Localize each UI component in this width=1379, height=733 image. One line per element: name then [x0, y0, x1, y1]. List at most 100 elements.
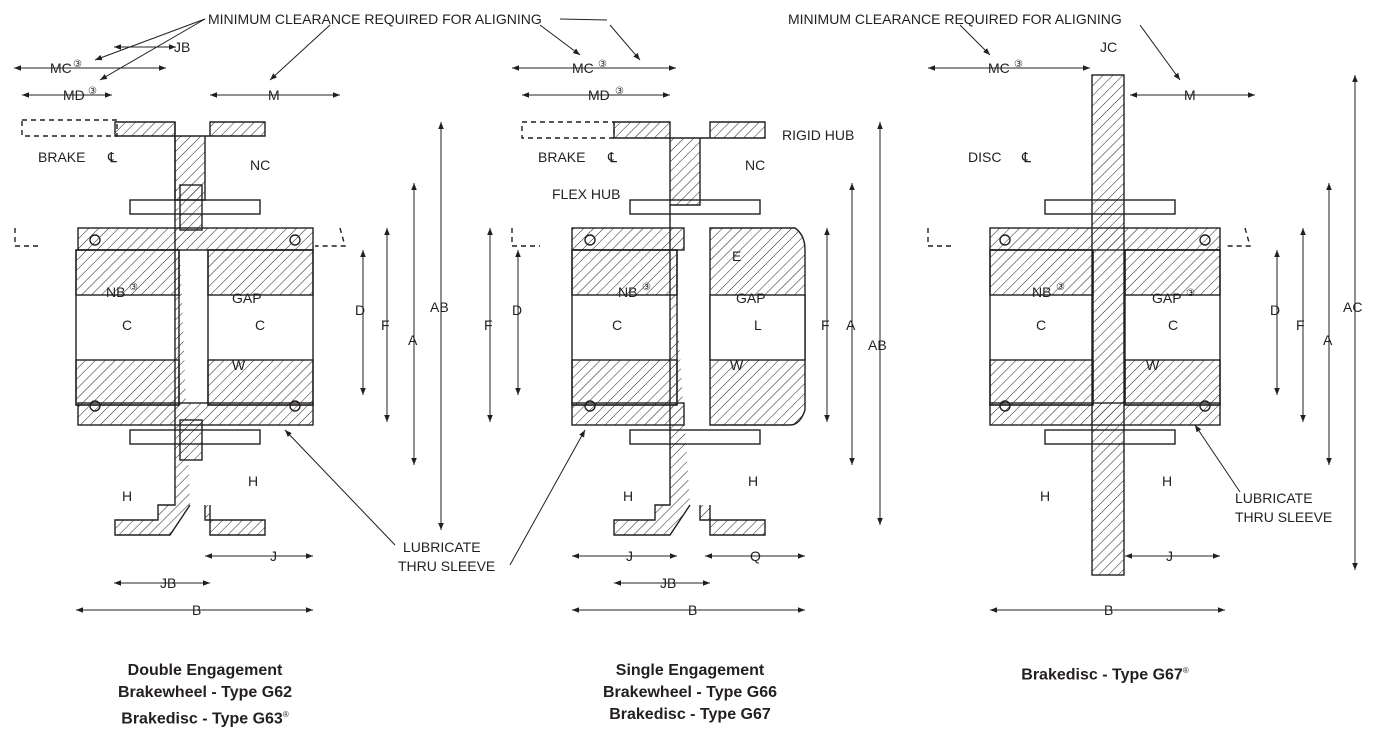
- dim-label: C: [122, 317, 132, 333]
- caption-line: Brakewheel - Type G66: [603, 684, 777, 701]
- dim-label: AB: [430, 299, 449, 315]
- dim-label: MC: [572, 60, 594, 76]
- min-clearance-label-left: MINIMUM CLEARANCE REQUIRED FOR ALIGNING: [208, 11, 542, 27]
- dim-label: MC: [988, 60, 1010, 76]
- caption-double-engagement: Double Engagement Brakewheel - Type G62 …: [55, 660, 355, 730]
- dim-label: JB: [174, 39, 190, 55]
- dim-label: J: [270, 548, 277, 564]
- dim-label: DISC: [968, 149, 1001, 165]
- caption-line: Brakedisc - Type G67®: [955, 660, 1255, 686]
- dim-label: C: [1168, 317, 1178, 333]
- caption-line: Brakedisc - Type G67: [609, 706, 771, 723]
- dim-label: J: [1166, 548, 1173, 564]
- note-mark: ③: [1014, 59, 1023, 70]
- dim-label: C: [255, 317, 265, 333]
- dim-label: F: [1296, 317, 1305, 333]
- dim-label: H: [748, 473, 758, 489]
- note-mark: ③: [1186, 288, 1195, 299]
- min-clearance-label-right: MINIMUM CLEARANCE REQUIRED FOR ALIGNING: [788, 11, 1122, 27]
- note-mark: ③: [598, 59, 607, 70]
- caption-line: Double Engagement: [127, 662, 283, 679]
- dim-label: Q: [750, 548, 761, 564]
- note-mark: ③: [642, 282, 651, 293]
- dim-label: BRAKE: [538, 149, 585, 165]
- caption-text: Brakedisc - Type G67: [1021, 666, 1183, 684]
- note-mark: ③: [129, 282, 138, 293]
- dim-label: F: [381, 317, 390, 333]
- dim-label: GAP: [1152, 290, 1182, 306]
- dim-label: A: [1323, 332, 1333, 348]
- view-3-labels: MC ③ JC M DISC ℄ NB ③ GAP ③ C C W D F A …: [968, 39, 1362, 618]
- dim-label: C: [612, 317, 622, 333]
- dim-label: JB: [660, 575, 676, 591]
- dim-label: AB: [868, 337, 887, 353]
- registered-mark: ®: [1182, 666, 1189, 675]
- dim-label: H: [1162, 473, 1172, 489]
- dim-label: RIGID HUB: [782, 127, 854, 143]
- caption-text: Brakedisc - Type G63: [121, 710, 283, 728]
- dim-label: BRAKE: [38, 149, 85, 165]
- dim-label: NC: [250, 157, 270, 173]
- dim-label: NB: [618, 284, 637, 300]
- dim-label: NB: [1032, 284, 1051, 300]
- lubricate-label-2: THRU SLEEVE: [398, 558, 495, 574]
- dim-label: A: [846, 317, 856, 333]
- view-1-labels: MC ③ MD ③ JB M BRAKE ℄ NC NB ③ GAP C C W…: [38, 39, 449, 618]
- note-mark: ③: [88, 86, 97, 97]
- caption-line: Brakedisc - Type G63®: [55, 704, 355, 730]
- dim-label: AC: [1343, 299, 1362, 315]
- dim-label: MD: [63, 87, 85, 103]
- registered-mark: ®: [282, 710, 289, 719]
- dim-label: J: [626, 548, 633, 564]
- note-mark: ③: [1056, 282, 1065, 293]
- lubricate-label-1: LUBRICATE: [403, 539, 481, 555]
- dim-label: FLEX HUB: [552, 186, 620, 202]
- dim-label: F: [821, 317, 830, 333]
- view-single-engagement: [511, 121, 806, 536]
- dim-label: JB: [160, 575, 176, 591]
- dim-label: B: [688, 602, 697, 618]
- dim-label: H: [623, 488, 633, 504]
- dim-label: E: [732, 248, 741, 264]
- view-double-engagement: [14, 119, 346, 536]
- dim-label: W: [1146, 357, 1160, 373]
- dim-label: NC: [745, 157, 765, 173]
- dim-label: JC: [1100, 39, 1117, 55]
- dim-label: NB: [106, 284, 125, 300]
- caption-line: Brakewheel - Type G62: [118, 684, 292, 701]
- view-2-labels: MC ③ MD ③ BRAKE ℄ NC RIGID HUB FLEX HUB …: [484, 59, 887, 618]
- dim-label: W: [730, 357, 744, 373]
- dim-label: GAP: [232, 290, 262, 306]
- dim-label: B: [192, 602, 201, 618]
- dim-label: MD: [588, 87, 610, 103]
- dim-label: F: [484, 317, 493, 333]
- dim-label: B: [1104, 602, 1113, 618]
- dim-label: ℄: [607, 149, 617, 165]
- dim-label: H: [1040, 488, 1050, 504]
- dim-label: ℄: [1021, 149, 1031, 165]
- dim-label: D: [355, 302, 365, 318]
- dim-label: GAP: [736, 290, 766, 306]
- dim-label: M: [268, 87, 280, 103]
- dimension-lines: [14, 18, 1358, 613]
- lubricate-label-4: THRU SLEEVE: [1235, 509, 1332, 525]
- dim-label: MC: [50, 60, 72, 76]
- dim-label: H: [248, 473, 258, 489]
- caption-single-engagement: Single Engagement Brakewheel - Type G66 …: [540, 660, 840, 726]
- dim-label: L: [754, 317, 762, 333]
- dim-label: A: [408, 332, 418, 348]
- caption-brakedisc: Brakedisc - Type G67®: [955, 660, 1255, 686]
- dim-label: M: [1184, 87, 1196, 103]
- note-mark: ③: [615, 86, 624, 97]
- dim-label: D: [512, 302, 522, 318]
- caption-line: Single Engagement: [615, 662, 765, 679]
- dim-label: W: [232, 357, 246, 373]
- lubricate-label-3: LUBRICATE: [1235, 490, 1313, 506]
- dim-label: D: [1270, 302, 1280, 318]
- dim-label: H: [122, 488, 132, 504]
- dim-label: C: [1036, 317, 1046, 333]
- dim-label: ℄: [107, 149, 117, 165]
- note-mark: ③: [73, 59, 82, 70]
- callout-labels: MINIMUM CLEARANCE REQUIRED FOR ALIGNING …: [208, 11, 1332, 574]
